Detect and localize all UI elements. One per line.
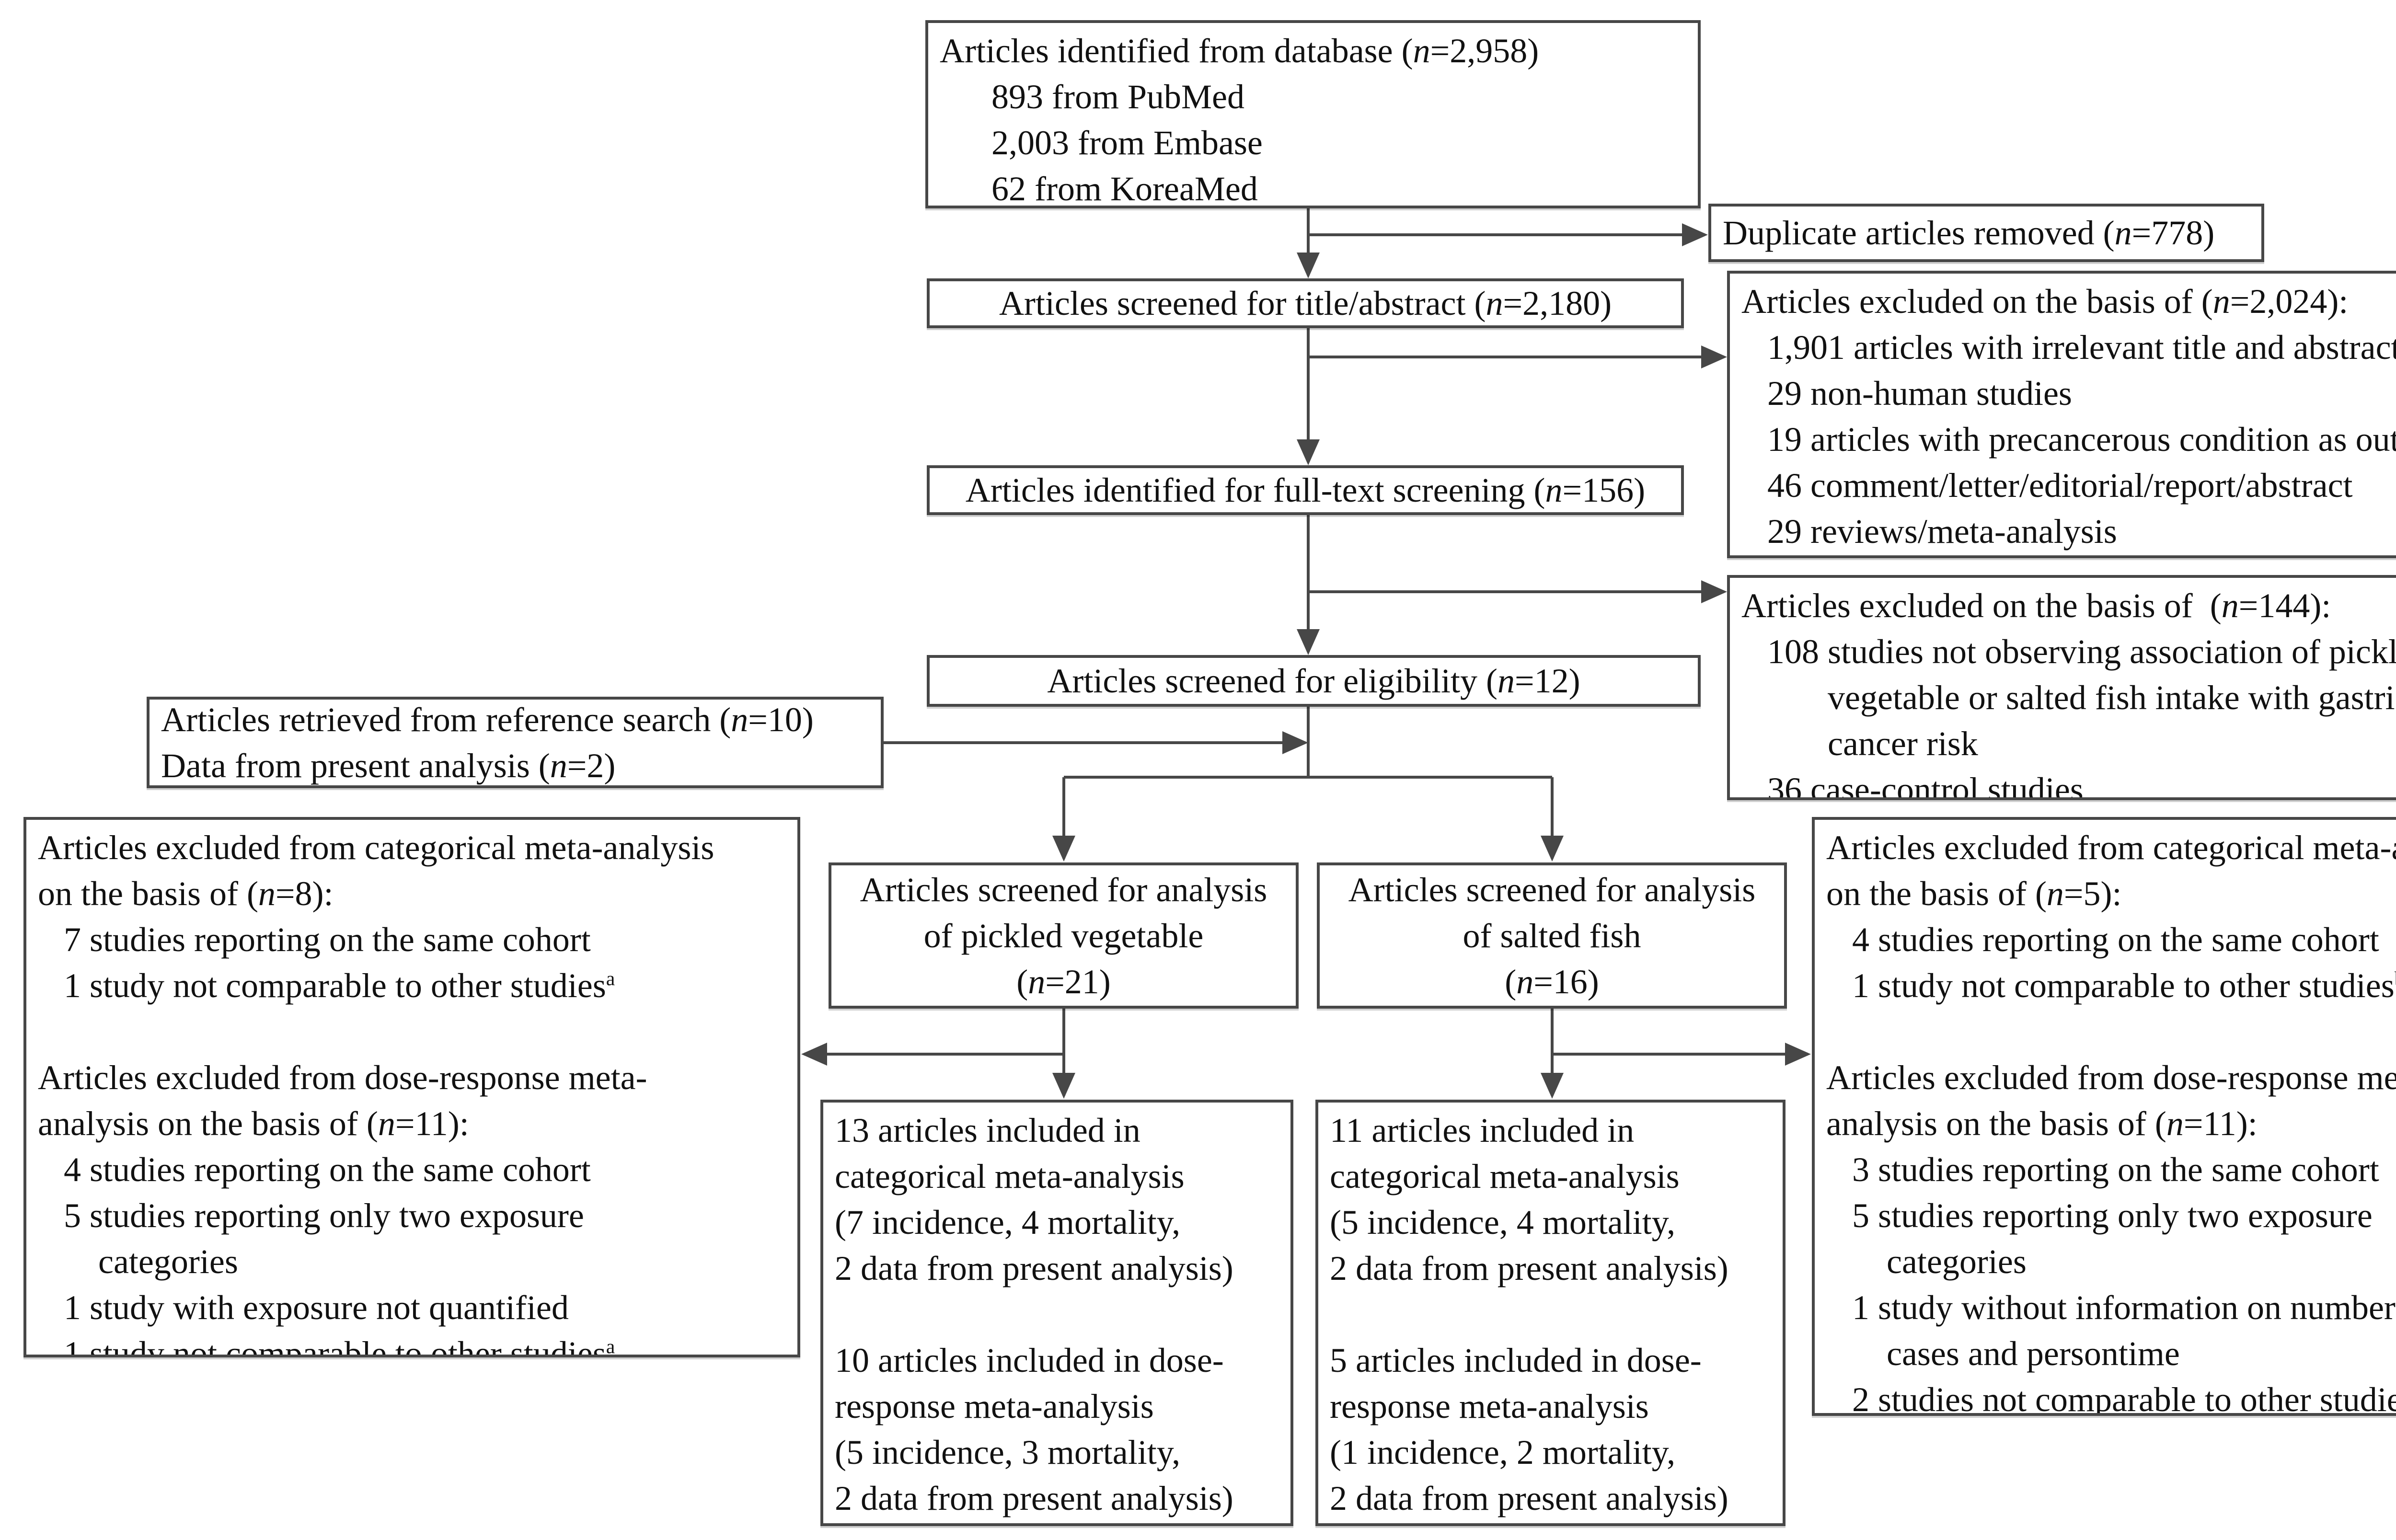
text-line xyxy=(1330,1291,1771,1337)
text-line: cases and persontime xyxy=(1826,1334,2180,1373)
text-line: Data from present analysis (n=2) xyxy=(161,746,616,785)
text-line: 1 study not comparable to other studiesb xyxy=(1826,966,2396,1005)
text-line: 5 articles included in dose- xyxy=(1330,1341,1702,1379)
text-line: (1 incidence, 2 mortality, xyxy=(1330,1433,1676,1471)
node-duplicate-articles-removed: Duplicate articles removed (n=778) xyxy=(1708,204,2264,262)
text-line: Articles identified for full-text screen… xyxy=(965,471,1646,509)
text-line: Articles excluded from categorical meta-… xyxy=(38,828,714,867)
text-line: Articles screened for analysis xyxy=(860,870,1267,909)
text-line: 1 study not comparable to other studiesa xyxy=(38,966,615,1005)
text-line: cancer risk xyxy=(1741,724,1978,763)
text-line: categorical meta-analysis xyxy=(1330,1157,1680,1195)
text-line: 62 from KoreaMed xyxy=(940,170,1258,208)
node-excluded-fulltext: Articles excluded on the basis of (n=144… xyxy=(1727,575,2396,800)
text-line xyxy=(38,1009,786,1055)
text-line: 2 data from present analysis) xyxy=(1330,1249,1728,1287)
text-line: 4 studies reporting on the same cohort xyxy=(1826,920,2379,959)
text-line: 2,003 from Embase xyxy=(940,124,1263,162)
text-line: 11 articles included in xyxy=(1330,1111,1635,1149)
text-line: Articles excluded from dose-response met… xyxy=(38,1058,647,1097)
text-line: Articles excluded on the basis of (n=2,0… xyxy=(1741,282,2349,321)
text-line: 1 study without information on number of xyxy=(1826,1288,2396,1327)
text-line: Duplicate articles removed (n=778) xyxy=(1723,214,2215,252)
node-articles-identified-database: Articles identified from database (n=2,9… xyxy=(925,20,1701,208)
text-line: 2 studies not comparable to other studie… xyxy=(1826,1380,2396,1416)
node-screened-pickled-vegetable: Articles screened for analysis of pickled… xyxy=(829,862,1299,1009)
text-line: response meta-analysis xyxy=(835,1387,1154,1425)
text-line: 5 studies reporting only two exposure xyxy=(38,1196,584,1235)
node-included-salted-fish: 11 articles included in categorical meta-… xyxy=(1315,1100,1785,1526)
node-included-pickled-vegetable: 13 articles included in categorical meta-… xyxy=(820,1100,1293,1526)
text-line: 36 case-control studies xyxy=(1741,770,2084,800)
text-line: categorical meta-analysis xyxy=(835,1157,1185,1195)
text-line: (5 incidence, 3 mortality, xyxy=(835,1433,1181,1471)
text-line: Articles screened for eligibility (n=12) xyxy=(1047,662,1580,700)
node-excluded-title-abstract: Articles excluded on the basis of (n=2,0… xyxy=(1727,271,2396,558)
node-reference-search: Articles retrieved from reference search… xyxy=(147,697,884,788)
text-line: 3 studies reporting on the same cohort xyxy=(1826,1150,2379,1189)
text-line: analysis on the basis of (n=11): xyxy=(1826,1104,2258,1143)
text-line: 5 studies reporting only two exposure xyxy=(1826,1196,2373,1235)
text-line: categories xyxy=(38,1242,238,1281)
node-articles-screened-title-abstract: Articles screened for title/abstract (n=… xyxy=(927,278,1684,328)
text-line: 7 studies reporting on the same cohort xyxy=(38,920,591,959)
text-line: 1,901 articles with irrelevant title and… xyxy=(1741,328,2396,367)
text-line: 1 study with exposure not quantified xyxy=(38,1288,569,1327)
text-line: 2 data from present analysis) xyxy=(1330,1479,1728,1517)
text-line: 29 reviews/meta-analysis xyxy=(1741,512,2117,551)
text-line: on the basis of (n=8): xyxy=(38,874,334,913)
text-line: 29 non-human studies xyxy=(1741,374,2072,413)
text-line: Articles screened for title/abstract (n=… xyxy=(999,284,1612,322)
text-line: 2 data from present analysis) xyxy=(835,1249,1233,1287)
text-line: 13 articles included in xyxy=(835,1111,1140,1149)
text-line: 1 study not comparable to other studiesa xyxy=(38,1334,615,1357)
text-line: 19 articles with precancerous condition … xyxy=(1767,420,2396,459)
text-line: (5 incidence, 4 mortality, xyxy=(1330,1203,1676,1241)
text-line xyxy=(1826,1009,2396,1055)
text-line: analysis on the basis of (n=11): xyxy=(38,1104,469,1143)
text-line: (n=16) xyxy=(1505,962,1599,1001)
text-line: Articles excluded on the basis of (n=144… xyxy=(1741,586,2331,625)
text-line: of pickled vegetable xyxy=(923,916,1204,955)
text-line: of salted fish xyxy=(1463,916,1641,955)
node-articles-screened-eligibility: Articles screened for eligibility (n=12) xyxy=(927,655,1701,707)
text-line: Articles identified from database (n=2,9… xyxy=(940,32,1539,70)
text-line: 108 studies not observing association of… xyxy=(1741,632,2396,671)
text-line: 10 articles included in dose- xyxy=(835,1341,1224,1379)
text-line: 2 data from present analysis) xyxy=(835,1479,1233,1517)
text-line: Articles retrieved from reference search… xyxy=(161,700,814,739)
text-line: Articles excluded from dose-response met… xyxy=(1826,1058,2396,1097)
text-line: 4 studies reporting on the same cohort xyxy=(38,1150,591,1189)
text-line: vegetable or salted fish intake with gas… xyxy=(1741,678,2396,717)
text-line: 46 comment/letter/editorial/report/abstr… xyxy=(1741,466,2353,505)
text-line: 893 from PubMed xyxy=(940,78,1244,116)
node-excluded-salted-meta-analysis: Articles excluded from categorical meta-… xyxy=(1812,817,2396,1416)
text-line: Articles screened for analysis xyxy=(1348,870,1756,909)
node-excluded-pickled-meta-analysis: Articles excluded from categorical meta-… xyxy=(23,817,800,1357)
text-line: on the basis of (n=5): xyxy=(1826,874,2122,913)
text-line: Articles excluded from categorical meta-… xyxy=(1826,828,2396,867)
text-line: response meta-analysis xyxy=(1330,1387,1649,1425)
text-line: (n=21) xyxy=(1016,962,1111,1001)
text-line xyxy=(835,1291,1279,1337)
node-articles-fulltext-screening: Articles identified for full-text screen… xyxy=(927,465,1684,515)
text-line: categories xyxy=(1826,1242,2027,1281)
node-screened-salted-fish: Articles screened for analysis of salted … xyxy=(1317,862,1787,1009)
text-line: (7 incidence, 4 mortality, xyxy=(835,1203,1181,1241)
